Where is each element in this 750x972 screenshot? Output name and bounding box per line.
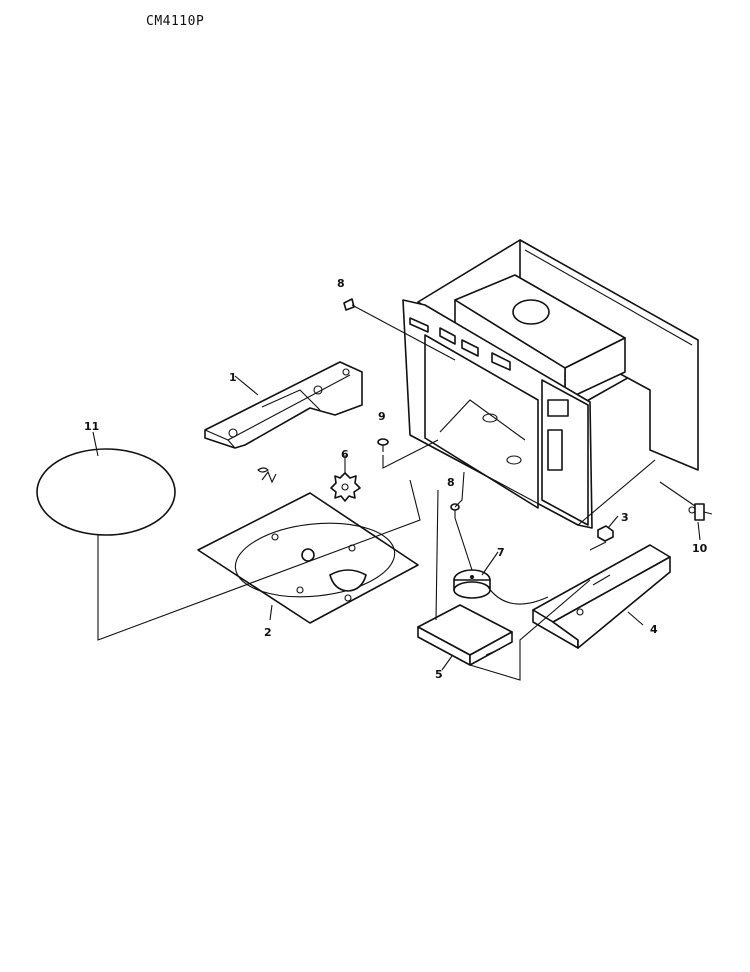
motor-part-7 xyxy=(453,569,549,605)
callout-8a: 8 xyxy=(337,277,345,290)
callout-4: 4 xyxy=(650,623,658,636)
bracket-part-1 xyxy=(204,361,363,449)
leader-lines xyxy=(92,304,701,681)
coupler-part-6 xyxy=(330,472,361,502)
fastener-part-3 xyxy=(597,525,614,542)
callout-5: 5 xyxy=(435,668,443,681)
screw-part-8-lower xyxy=(450,503,460,518)
base-plate-part-2 xyxy=(197,492,419,624)
callout-2: 2 xyxy=(264,626,272,639)
screw-part-9 xyxy=(377,438,389,452)
callout-9: 9 xyxy=(378,410,386,423)
glass-tray-part-11 xyxy=(36,448,176,536)
callout-11: 11 xyxy=(84,420,99,433)
callout-6: 6 xyxy=(341,448,349,461)
spring-part-4-small xyxy=(257,467,277,484)
tray-part-5 xyxy=(417,604,513,666)
callout-1: 1 xyxy=(229,371,237,384)
callout-7: 7 xyxy=(497,546,505,559)
callout-10: 10 xyxy=(692,542,708,555)
model-id: CM4110P xyxy=(146,14,205,29)
callout-8b: 8 xyxy=(447,476,455,489)
latch-part-10 xyxy=(688,503,713,521)
screw-part-8-upper xyxy=(343,298,355,311)
callout-3: 3 xyxy=(621,511,629,524)
